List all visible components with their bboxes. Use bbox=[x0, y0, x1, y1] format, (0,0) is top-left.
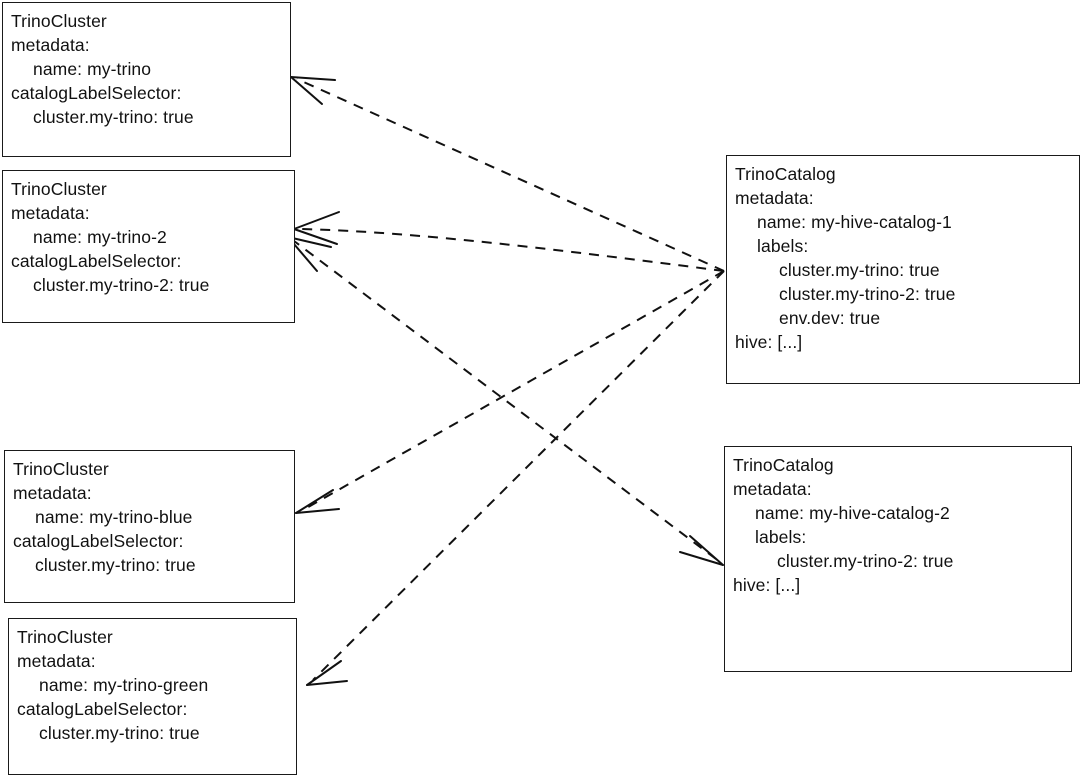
node-line: hive: [...] bbox=[733, 575, 801, 595]
node-line: cluster.my-trino: true bbox=[779, 260, 940, 280]
node-line: cluster.my-trino-2: true bbox=[777, 551, 954, 571]
node-line: metadata: bbox=[13, 483, 92, 503]
node-line: labels: bbox=[757, 236, 809, 256]
node-line: name: my-hive-catalog-2 bbox=[755, 503, 950, 523]
node-catalog-my-hive-catalog-1[interactable]: TrinoCatalog metadata: name: my-hive-cat… bbox=[726, 155, 1080, 384]
node-line: env.dev: true bbox=[779, 308, 881, 328]
node-line: TrinoCluster bbox=[13, 459, 109, 479]
node-line: TrinoCatalog bbox=[733, 455, 834, 475]
node-line: metadata: bbox=[735, 188, 814, 208]
node-line: name: my-trino-blue bbox=[35, 507, 193, 527]
node-line: labels: bbox=[755, 527, 807, 547]
node-line: catalogLabelSelector: bbox=[13, 531, 184, 551]
node-line: name: my-trino-2 bbox=[33, 227, 167, 247]
node-line: cluster.my-trino-2: true bbox=[779, 284, 956, 304]
node-catalog-my-hive-catalog-2[interactable]: TrinoCatalog metadata: name: my-hive-cat… bbox=[724, 446, 1072, 672]
node-line: TrinoCluster bbox=[17, 627, 113, 647]
node-cluster-my-trino[interactable]: TrinoCluster metadata: name: my-trino ca… bbox=[2, 2, 291, 157]
node-line: TrinoCatalog bbox=[735, 164, 836, 184]
node-line: cluster.my-trino: true bbox=[35, 555, 196, 575]
node-line: cluster.my-trino-2: true bbox=[33, 275, 210, 295]
node-cluster-my-trino-2[interactable]: TrinoCluster metadata: name: my-trino-2 … bbox=[2, 170, 295, 323]
node-line: TrinoCluster bbox=[11, 179, 107, 199]
node-line: catalogLabelSelector: bbox=[11, 251, 182, 271]
edge-catalog1-to-my-trino-2 bbox=[293, 211, 725, 272]
node-line: metadata: bbox=[17, 651, 96, 671]
node-line: cluster.my-trino: true bbox=[33, 107, 194, 127]
edge-catalog1-to-my-trino-blue bbox=[295, 270, 725, 514]
node-line: name: my-trino-green bbox=[39, 675, 209, 695]
edge-catalog1-to-my-trino bbox=[290, 76, 725, 272]
edge-catalog1-to-my-trino-green bbox=[306, 270, 725, 686]
node-line: name: my-hive-catalog-1 bbox=[757, 212, 952, 232]
node-line: hive: [...] bbox=[735, 332, 803, 352]
node-line: metadata: bbox=[11, 203, 90, 223]
node-line: catalogLabelSelector: bbox=[11, 83, 182, 103]
node-line: metadata: bbox=[733, 479, 812, 499]
node-cluster-my-trino-green[interactable]: TrinoCluster metadata: name: my-trino-gr… bbox=[8, 618, 297, 775]
node-cluster-my-trino-blue[interactable]: TrinoCluster metadata: name: my-trino-bl… bbox=[4, 450, 295, 603]
node-line: name: my-trino bbox=[33, 59, 152, 79]
node-line: cluster.my-trino: true bbox=[39, 723, 200, 743]
node-line: TrinoCluster bbox=[11, 11, 107, 31]
node-line: metadata: bbox=[11, 35, 90, 55]
node-line: catalogLabelSelector: bbox=[17, 699, 188, 719]
edge-catalog2-to-my-trino-2 bbox=[287, 236, 724, 566]
